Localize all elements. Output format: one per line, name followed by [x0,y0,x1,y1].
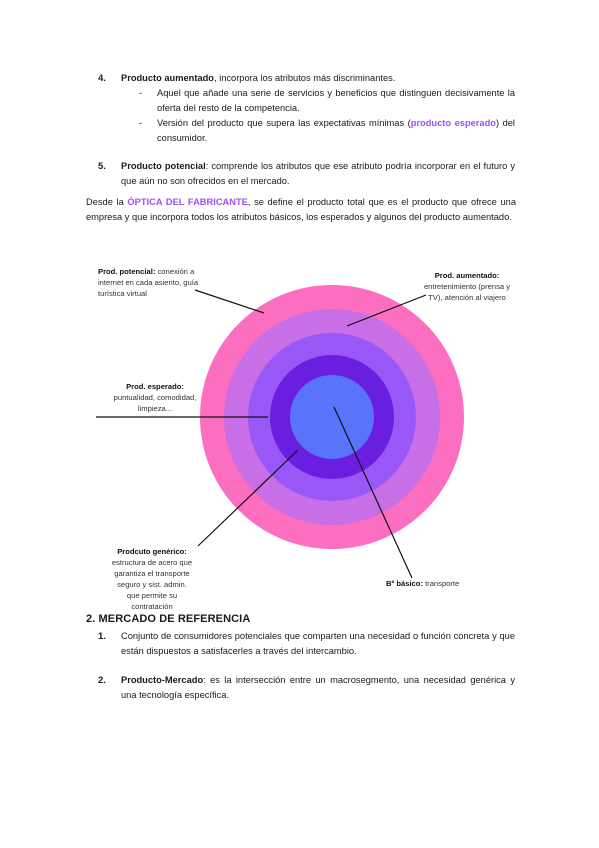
s2-item2-text: : es la intersección entre un macrosegme… [121,675,515,700]
item5-title: Producto potencial [121,161,206,171]
intro-highlight: ÓPTICA DEL FABRICANTE [127,197,248,207]
arrow-basico [333,406,413,579]
bullet2-text-before: Versión del producto que supera las expe… [157,118,411,128]
bullet1-dash: - [139,88,143,98]
label-aumentado-text: entretenimiento (prensa y TV), atención … [423,282,511,302]
bullet2-dash: - [139,118,143,128]
bullet1-text: Aquel que añade una serie de servicios y… [157,88,515,113]
label-basico: Bº básico: transporte [386,578,486,589]
arrow-potencial [194,289,265,314]
label-esperado-text: puntualidad, comodidad, limpieza... [113,393,197,413]
label-potencial-title: Prod. potencial: [98,267,156,276]
label-esperado-title: Prod. esperado: [126,382,184,391]
item4-text: , incorpora los atributos más discrimina… [213,73,396,83]
label-basico-title: Bº básico: [386,579,423,588]
intro-paragraph: Desde la ÓPTICA DEL FABRICANTE, se defin… [86,195,516,225]
bullet2-highlight: producto esperado [410,118,496,128]
s2-item1-text: Conjunto de consumidores potenciales que… [121,631,515,656]
intro-after: , se define el producto total que es el … [86,197,516,222]
s2-item2-title: Producto-Mercado [121,675,204,685]
label-esperado: Prod. esperado: puntualidad, comodidad, … [110,381,200,414]
label-generico-title: Prodcuto genérico: [117,547,187,556]
ring-basico [290,375,374,459]
product-levels-diagram: Prod. potencial: conexión a internet en … [0,250,599,611]
bullet2-text-after: ) del consumidor. [157,118,515,143]
s2-item2-number: 2. [98,675,106,686]
label-aumentado-title: Prod. aumentado: [434,271,500,280]
arrow-generico [197,449,299,547]
label-generico: Prodcuto genérico: estructura de acero q… [110,546,194,612]
s2-item2-paragraph: Producto-Mercado: es la intersección ent… [121,673,515,703]
label-potencial: Prod. potencial: conexión a internet en … [98,266,200,299]
bullet2-paragraph: Versión del producto que supera las expe… [157,116,515,146]
concentric-circles-svg [96,285,464,579]
section2-heading: 2. MERCADO DE REFERENCIA [86,613,251,625]
s2-item1-number: 1. [98,631,106,642]
arrow-aumentado [346,294,427,327]
item4-paragraph: Producto aumentado, incorpora los atribu… [121,71,521,86]
label-basico-text: transporte [422,579,460,588]
label-potencial-text: conexión a internet en cada asiento, guí… [98,267,199,298]
item4-title: Producto aumentado [121,73,214,83]
item5-text: : comprende los atributos que ese atribu… [121,161,516,186]
intro-before: Desde la [86,197,128,207]
item5-paragraph: Producto potencial: comprende los atribu… [121,159,515,189]
item5-number: 5. [98,161,106,172]
item4-number: 4. [98,73,106,84]
label-aumentado: Prod. aumentado: entretenimiento (prensa… [418,270,516,303]
label-generico-text: estructura de acero que garantiza el tra… [111,558,193,611]
